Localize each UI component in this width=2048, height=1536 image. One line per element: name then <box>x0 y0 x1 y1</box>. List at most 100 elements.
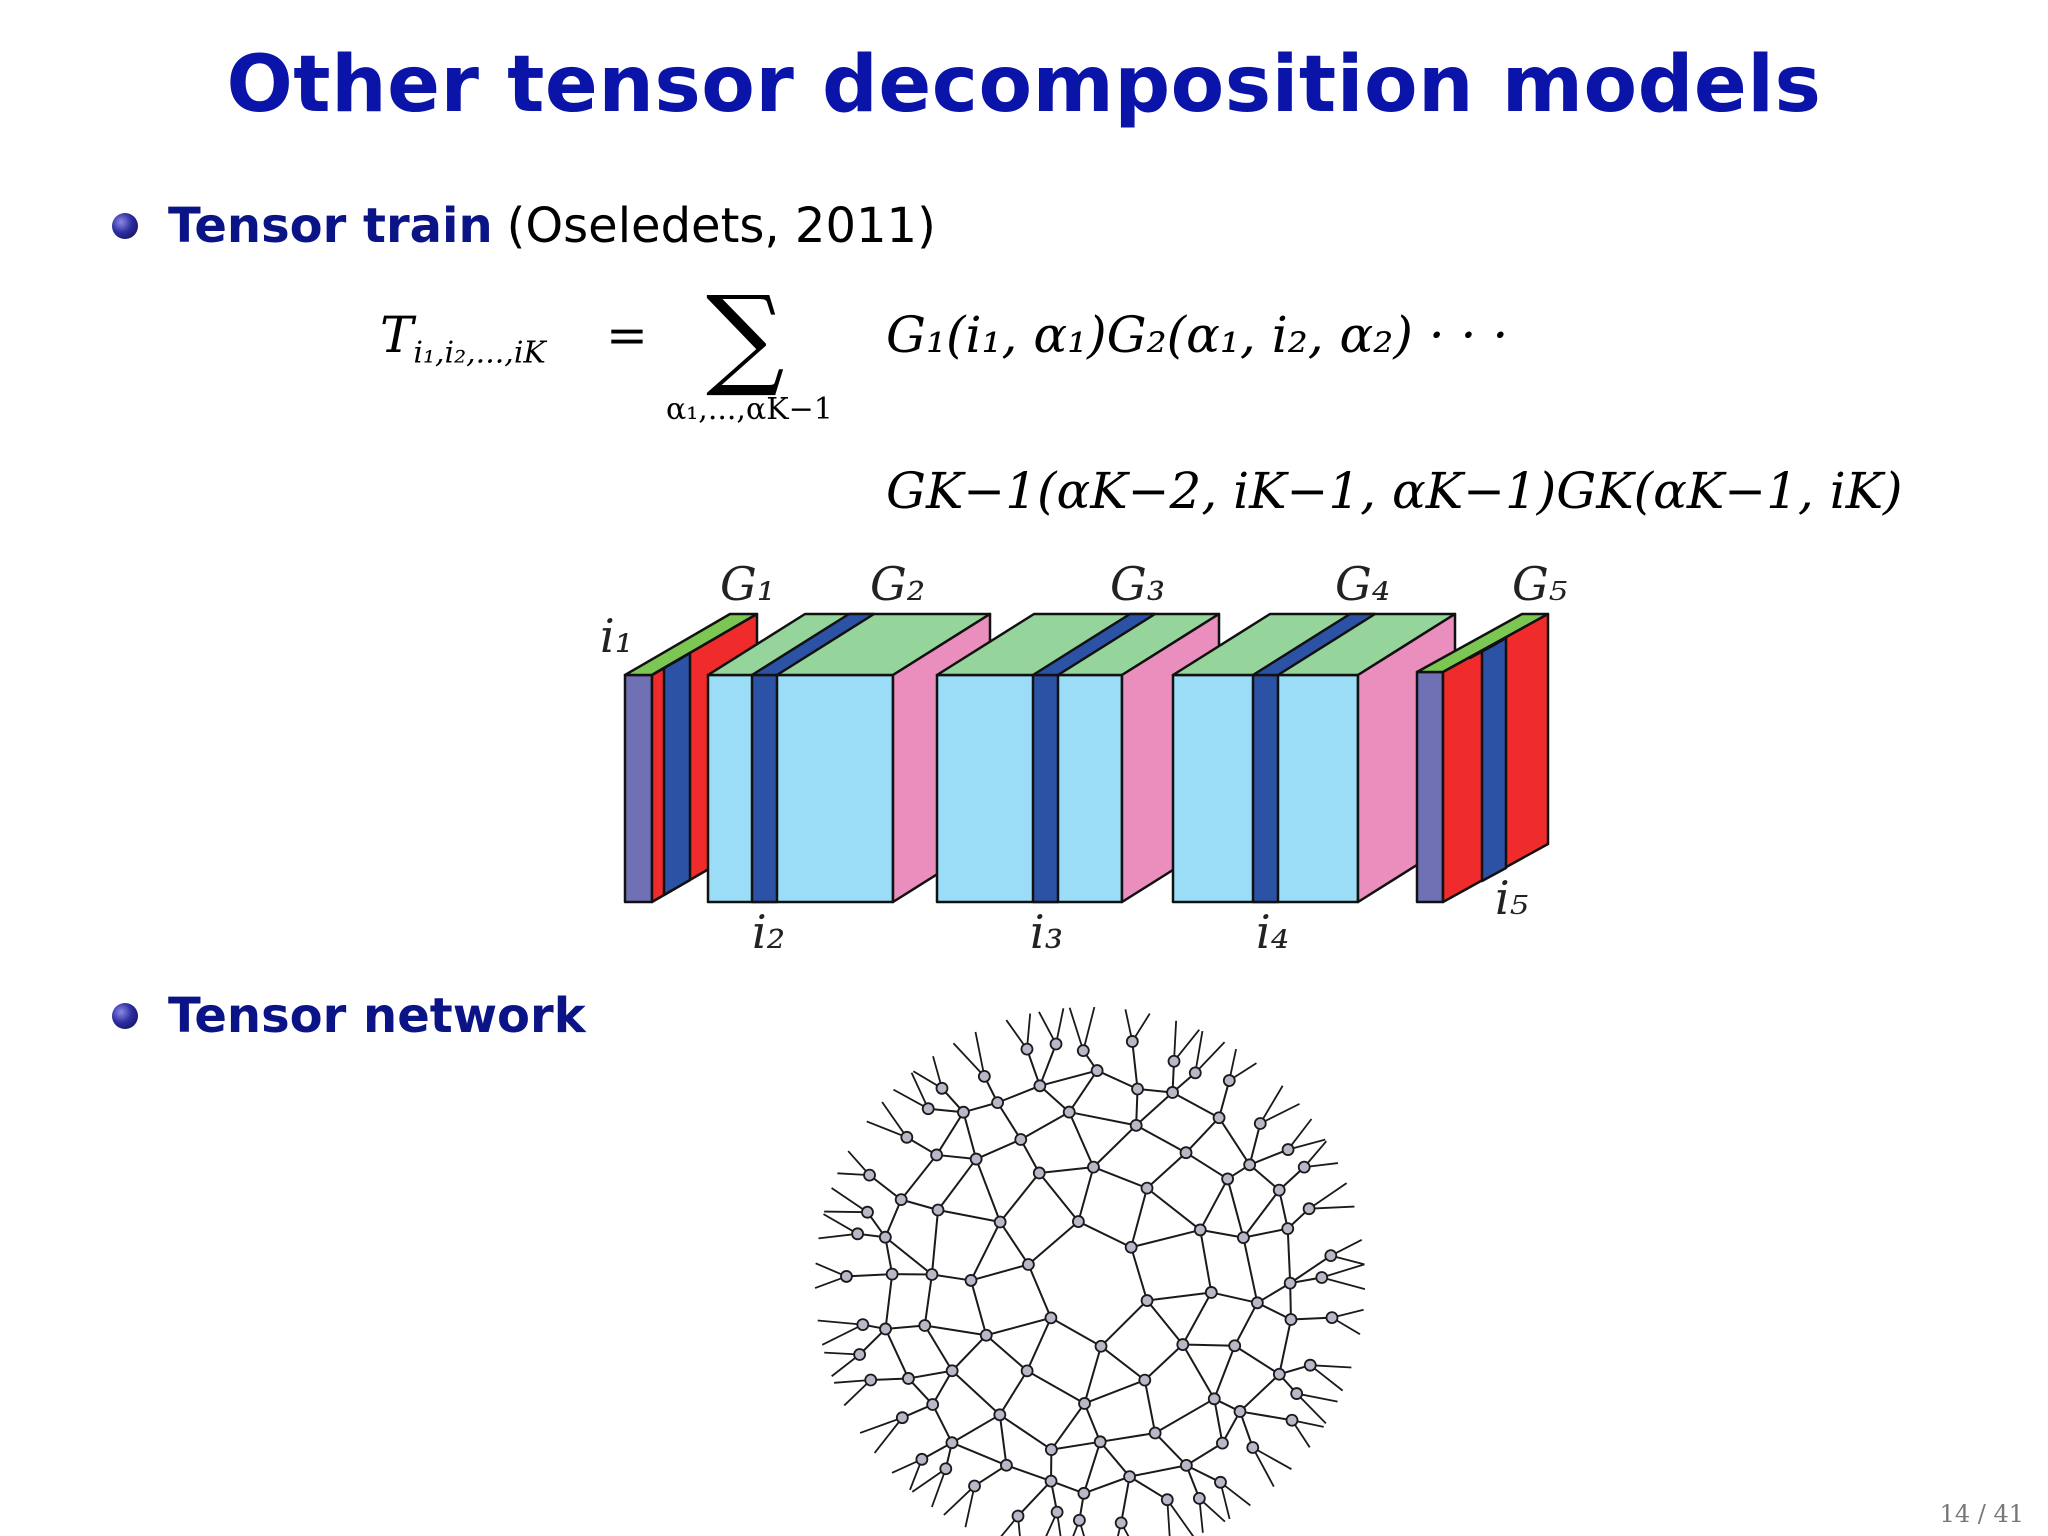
network-edge <box>970 1221 1002 1281</box>
network-edge <box>1259 1085 1284 1124</box>
network-edge <box>1213 1398 1224 1444</box>
network-edge <box>911 1467 947 1493</box>
network-edge <box>1166 1499 1195 1536</box>
network-edge <box>998 1414 1008 1466</box>
network-edge <box>1092 1124 1137 1168</box>
network-node <box>864 1373 878 1387</box>
g5-rank-stripe-top <box>1468 636 1508 660</box>
g5-rank-stripe <box>1480 636 1508 883</box>
g3-rank-slice-top <box>1031 612 1157 677</box>
network-edge <box>1144 1343 1184 1381</box>
bullet-icon <box>112 213 138 239</box>
network-node <box>1188 1066 1202 1080</box>
network-edge <box>1131 1041 1139 1090</box>
network-edge <box>1251 1447 1275 1487</box>
network-edge <box>1027 1220 1080 1266</box>
network-edge <box>1082 1441 1102 1494</box>
summation-subscript: α₁,...,αK−1 <box>666 392 833 427</box>
network-edge <box>884 1199 903 1238</box>
label-i4: i₄ <box>1256 905 1289 959</box>
network-node <box>878 1230 892 1244</box>
network-node <box>1216 1436 1229 1450</box>
network-edge <box>1287 1138 1326 1151</box>
network-node <box>1124 1240 1138 1254</box>
label-i2: i₂ <box>752 905 785 959</box>
network-edge <box>1296 1392 1327 1425</box>
network-edge <box>997 1084 1041 1104</box>
network-edge <box>1130 1246 1149 1301</box>
network-node <box>853 1348 867 1361</box>
network-edge <box>884 1273 894 1330</box>
network-edge <box>996 1102 1022 1141</box>
network-node <box>1192 1492 1206 1505</box>
network-edge <box>1146 1291 1212 1302</box>
network-edge <box>1185 1151 1229 1180</box>
network-edge <box>930 1209 940 1275</box>
network-node <box>1140 1294 1154 1307</box>
network-edge <box>951 1413 1001 1444</box>
network-edge <box>1068 1111 1095 1168</box>
network-edge <box>1068 1070 1098 1113</box>
network-node <box>840 1270 853 1283</box>
network-node <box>945 1364 959 1378</box>
network-edge <box>1252 1446 1292 1470</box>
network-edge <box>999 1172 1041 1223</box>
network-node <box>969 1152 983 1166</box>
network-edge <box>943 1485 976 1516</box>
network-edge <box>831 1187 868 1213</box>
network-node <box>1281 1222 1295 1236</box>
network-node <box>1281 1143 1295 1156</box>
network-edge <box>881 1101 908 1138</box>
network-edge <box>1020 1111 1070 1141</box>
network-node <box>921 1102 935 1116</box>
network-node <box>918 1319 932 1332</box>
network-edge <box>1050 1317 1102 1348</box>
network-edge <box>1143 1379 1157 1434</box>
g4-rank-slice-top <box>1251 612 1377 677</box>
network-node <box>856 1318 870 1332</box>
network-node <box>1049 1037 1063 1051</box>
network-edge <box>1135 1124 1187 1154</box>
network-node <box>1093 1435 1107 1449</box>
network-edge <box>937 1158 977 1211</box>
label-i1: i₁ <box>600 609 633 663</box>
network-node <box>894 1193 908 1207</box>
network-edge <box>1234 1344 1280 1376</box>
label-g4: G₄ <box>1335 557 1390 611</box>
network-node <box>1233 1405 1247 1418</box>
network-edge <box>1006 1464 1052 1483</box>
network-edge <box>1093 1166 1148 1190</box>
network-edge <box>1309 1205 1355 1210</box>
network-edge <box>1181 1291 1213 1346</box>
network-node <box>979 1328 993 1342</box>
equals-sign: = <box>606 306 648 364</box>
network-edge <box>1146 1299 1184 1346</box>
network-node <box>1072 1513 1086 1527</box>
network-edge <box>1278 1189 1289 1229</box>
network-node <box>926 1398 940 1411</box>
network-edge <box>1248 1123 1262 1166</box>
network-edge <box>1026 1317 1052 1372</box>
network-node <box>1237 1231 1250 1245</box>
network-edge <box>1289 1254 1332 1284</box>
network-edge <box>1050 1402 1086 1451</box>
network-edge <box>975 1138 1022 1160</box>
g3-front <box>935 673 1124 904</box>
network-node <box>1129 1118 1143 1132</box>
g1-rank-stripe <box>662 651 692 897</box>
network-node <box>1140 1181 1154 1195</box>
g5-front <box>1415 670 1445 904</box>
network-node <box>1179 1458 1193 1472</box>
core-g4 <box>1171 612 1457 904</box>
network-edge <box>1038 1043 1057 1087</box>
network-edge <box>937 1209 1001 1223</box>
network-edge <box>1027 1264 1052 1319</box>
network-node <box>900 1130 914 1144</box>
network-edge <box>1173 1029 1200 1062</box>
network-node <box>1250 1296 1264 1310</box>
network-edge <box>1129 1464 1187 1478</box>
network-edge <box>1309 1364 1344 1392</box>
network-edge <box>1039 1069 1098 1087</box>
network-edge <box>999 1221 1030 1266</box>
network-node <box>977 1069 991 1083</box>
